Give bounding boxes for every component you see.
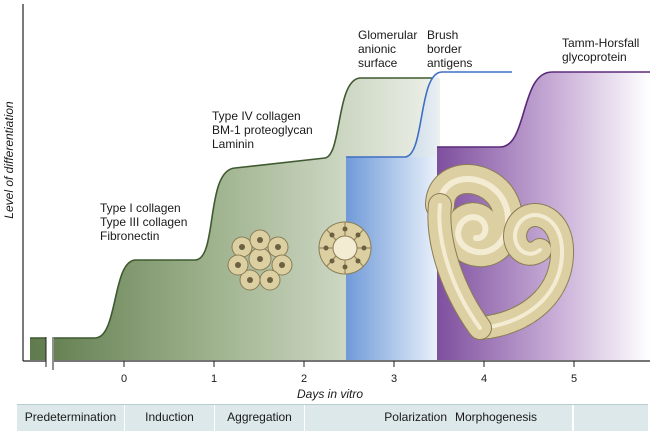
marker-label: Tamm-Horsfall — [562, 36, 639, 50]
x-tick-label: 4 — [481, 373, 487, 385]
green-region — [30, 78, 440, 360]
x-tick-label: 3 — [391, 373, 397, 385]
x-tick-label: 0 — [121, 373, 127, 385]
stage-aggregation: Aggregation — [215, 405, 305, 431]
x-tick-label: 2 — [301, 373, 307, 385]
cell-aggregate — [227, 229, 293, 291]
y-axis-label: Level of differentiation — [2, 101, 16, 219]
x-tick-label: 5 — [571, 373, 577, 385]
blue-curve — [346, 71, 512, 158]
marker-label: antigens — [427, 56, 472, 70]
marker-label: BM-1 proteoglycan — [212, 123, 313, 137]
x-tick-label: 1 — [211, 373, 217, 385]
axis-break — [46, 337, 54, 367]
marker-label: Glomerular — [358, 28, 417, 42]
marker-label: Type III collagen — [100, 215, 187, 229]
marker-label: Type IV collagen — [212, 109, 301, 123]
marker-label: surface — [358, 56, 398, 70]
stage-induction: Induction — [125, 405, 215, 431]
differentiation-diagram: 0 1 2 3 4 5 Days in vitro Level of diffe… — [2, 4, 650, 401]
purple-curve — [437, 71, 650, 148]
marker-label: anionic — [358, 42, 396, 56]
marker-label: Type I collagen — [100, 201, 181, 215]
marker-label: Laminin — [212, 137, 254, 151]
x-axis-label: Days in vitro — [297, 387, 363, 401]
stage-predetermination: Predetermination — [17, 405, 125, 431]
cell-ring — [318, 221, 372, 275]
stage-final — [573, 405, 648, 431]
coiled-tubule — [425, 164, 574, 340]
x-ticks — [123, 361, 575, 367]
marker-label: border — [427, 42, 462, 56]
marker-label: Fibronectin — [100, 229, 159, 243]
marker-label: Brush — [427, 28, 458, 42]
stage-polarization: Polarization — [384, 410, 447, 424]
marker-label: glycoprotein — [562, 50, 627, 64]
green-curve — [30, 77, 432, 339]
stage-morphogenesis: Morphogenesis — [455, 405, 573, 431]
stage-bar: Predetermination Induction Aggregation P… — [17, 404, 648, 431]
